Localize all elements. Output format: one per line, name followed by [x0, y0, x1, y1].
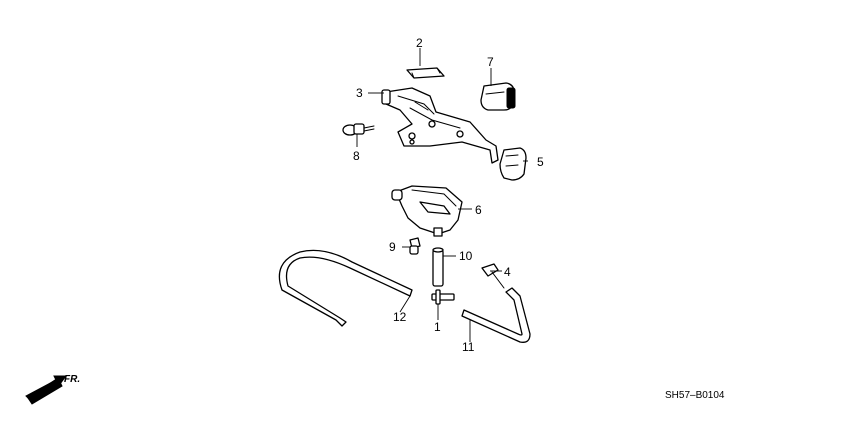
part-9-bolt — [409, 237, 421, 255]
leader-lines — [356, 48, 528, 342]
callout-12: 12 — [393, 310, 407, 324]
callout-2: 2 — [416, 36, 423, 50]
callout-11: 11 — [462, 340, 475, 354]
part-3-bracket — [381, 87, 499, 164]
callout-4: 4 — [504, 265, 511, 279]
callout-10: 10 — [459, 249, 473, 263]
part-5-grommet — [499, 147, 527, 181]
callout-3: 3 — [356, 86, 363, 100]
callout-1: 1 — [434, 320, 441, 334]
callout-5: 5 — [537, 155, 544, 169]
front-arrow-icon — [25, 375, 67, 405]
part-11-hose — [461, 287, 531, 343]
diagram-code: SH57–B0104 — [665, 390, 725, 401]
part-4-valve — [481, 263, 505, 289]
part-6-sensor — [391, 185, 463, 237]
part-7-connector — [480, 82, 516, 111]
front-indicator: FR. — [64, 374, 80, 385]
part-8-bolt — [342, 123, 375, 136]
callout-9: 9 — [389, 240, 396, 254]
part-10-tube — [432, 247, 444, 287]
callout-8: 8 — [353, 149, 360, 163]
callout-6: 6 — [475, 203, 482, 217]
callout-7: 7 — [487, 55, 494, 69]
part-12-hose — [278, 249, 413, 327]
part-1-joint — [431, 289, 455, 305]
part-2-clip — [406, 67, 445, 79]
